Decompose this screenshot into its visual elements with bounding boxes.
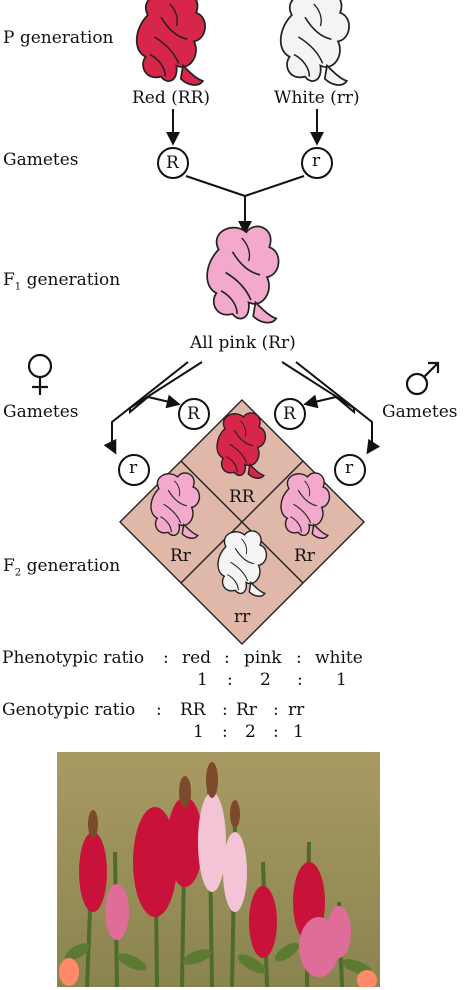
punnett-top-genotype: RR xyxy=(229,487,255,507)
f1-generation-label: F1 generation xyxy=(3,270,120,292)
phenotypic-value-pink: 2 xyxy=(260,670,271,690)
genotypic-name-rr: rr xyxy=(288,700,305,720)
gamete-R-male: R xyxy=(283,404,296,424)
gametes-label-female: Gametes xyxy=(3,402,79,422)
f2-subscript: 2 xyxy=(14,567,22,579)
f2-generation-label: F2 generation xyxy=(3,556,120,578)
gamete-R-female: R xyxy=(187,404,200,424)
gametes-label-male: Gametes xyxy=(382,402,458,422)
punnett-bottom-genotype: rr xyxy=(234,607,251,627)
white-parent-label: White (rr) xyxy=(274,88,360,108)
gamete-R-p: R xyxy=(166,153,179,173)
f2-suffix: generation xyxy=(21,556,121,576)
fusion-line-left xyxy=(185,175,246,197)
gamete-circle-R-p xyxy=(157,147,189,179)
gametes-label-p: Gametes xyxy=(3,150,79,170)
genotypic-name-Rr: Rr xyxy=(236,700,257,720)
white-parent-flower xyxy=(279,0,350,86)
phenotypic-name-red: red xyxy=(182,648,212,668)
punnett-left-genotype: Rr xyxy=(170,546,191,566)
female-bracket-outer xyxy=(103,361,189,455)
gamete-circle-r-male xyxy=(334,454,366,486)
phenotypic-name-white: white xyxy=(315,648,363,668)
genotypic-ratio-title: Genotypic ratio xyxy=(2,700,136,720)
punnett-square xyxy=(119,399,365,645)
phenotypic-ratio-title: Phenotypic ratio xyxy=(2,648,145,668)
female-symbol xyxy=(27,353,53,395)
gamete-circle-r-p xyxy=(301,147,333,179)
genotypic-sep-3: : xyxy=(273,700,279,720)
f1-pink-flower xyxy=(206,225,280,324)
genotypic-sep-4: : xyxy=(222,722,228,742)
gamete-circle-r-female xyxy=(118,454,150,486)
fusion-line-right xyxy=(244,175,305,197)
punnett-right-genotype: Rr xyxy=(294,546,315,566)
phenotypic-value-white: 1 xyxy=(336,670,347,690)
genotypic-value-rr: 1 xyxy=(293,722,304,742)
genotypic-value-Rr: 2 xyxy=(245,722,256,742)
phenotypic-sep-5: : xyxy=(297,670,303,690)
phenotypic-sep-4: : xyxy=(227,670,233,690)
phenotypic-name-pink: pink xyxy=(244,648,282,668)
f1-subscript: 1 xyxy=(14,281,22,293)
gamete-circle-R-female xyxy=(178,398,210,430)
phenotypic-sep-2: : xyxy=(224,648,230,668)
genotypic-sep-1: : xyxy=(156,700,162,720)
genotypic-sep-5: : xyxy=(273,722,279,742)
female-bracket-inner xyxy=(129,361,203,415)
f1-letter: F xyxy=(3,270,15,290)
gamete-r-male: r xyxy=(345,458,354,478)
snapdragon-photo xyxy=(57,752,380,987)
f1-suffix: generation xyxy=(21,270,121,290)
red-parent-flower xyxy=(135,0,206,86)
genotypic-value-RR: 1 xyxy=(193,722,204,742)
f1-all-pink-label: All pink (Rr) xyxy=(190,333,296,353)
phenotypic-value-red: 1 xyxy=(197,670,208,690)
male-bracket-inner xyxy=(281,361,355,415)
phenotypic-sep-3: : xyxy=(296,648,302,668)
snapdragon-photo-image xyxy=(57,752,380,987)
f2-letter: F xyxy=(3,556,15,576)
p-generation-label: P generation xyxy=(3,28,114,48)
male-bracket-outer xyxy=(295,361,381,455)
phenotypic-sep-1: : xyxy=(163,648,169,668)
genotypic-name-RR: RR xyxy=(180,700,206,720)
red-parent-label: Red (RR) xyxy=(132,88,211,108)
gamete-r-p: r xyxy=(312,151,321,171)
gamete-r-female: r xyxy=(129,458,138,478)
genotypic-sep-2: : xyxy=(222,700,228,720)
gamete-circle-R-male xyxy=(274,398,306,430)
male-symbol xyxy=(405,361,440,396)
